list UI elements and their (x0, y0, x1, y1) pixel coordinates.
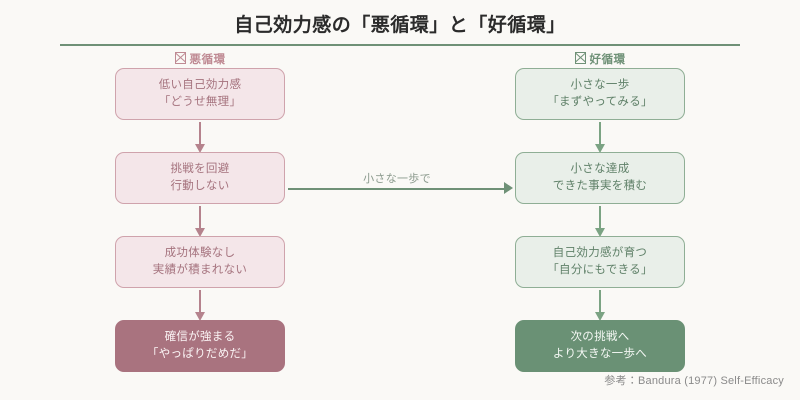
flow-node-good-3[interactable]: 自己効力感が育つ 「自分にもできる」 (515, 236, 685, 288)
arrow-shaft (599, 206, 601, 230)
flow-node-bad-4[interactable]: 確信が強まる 「やっぱりだめだ」 (115, 320, 285, 372)
flow-node-bad-1[interactable]: 低い自己効力感 「どうせ無理」 (115, 68, 285, 120)
column-header-bad-cycle-label: 悪循環 (189, 54, 226, 66)
flow-node-line-2: 「まずやってみる」 (547, 96, 653, 108)
flow-node-bad-2[interactable]: 挑戦を回避 行動しない (115, 152, 285, 204)
flow-node-line-1: 成功体験なし (164, 247, 236, 259)
flow-node-line-2: 実績が積まれない (152, 264, 248, 276)
arrow-head (595, 312, 605, 321)
cross-connector-label: 小さな一歩で (363, 173, 431, 185)
cross-cycle-connector: 小さな一歩で (288, 170, 516, 196)
flow-node-line-1: 次の挑戦へ (570, 331, 630, 343)
arrow-down-good-1 (594, 122, 606, 154)
arrow-down-bad-2 (194, 206, 206, 238)
column-bad-cycle: 悪循環 (85, 52, 315, 68)
flow-node-line-1: 低い自己効力感 (158, 79, 242, 91)
flow-node-good-1[interactable]: 小さな一歩 「まずやってみる」 (515, 68, 685, 120)
flow-node-line-2: 「自分にもできる」 (547, 264, 653, 276)
flow-node-line-2: 「やっぱりだめだ」 (146, 348, 254, 360)
page-title: 自己効力感の「悪循環」と「好循環」 (234, 15, 566, 36)
flow-node-line-1: 自己効力感が育つ (552, 247, 648, 259)
column-header-good-cycle-label: 好循環 (589, 54, 626, 66)
arrow-head (195, 144, 205, 153)
flow-node-good-2[interactable]: 小さな達成 できた事実を積む (515, 152, 685, 204)
arrow-shaft (599, 122, 601, 146)
arrow-head (595, 228, 605, 237)
flow-node-line-1: 小さな達成 (570, 163, 630, 175)
arrow-shaft (199, 122, 201, 146)
title-divider (60, 44, 740, 46)
flow-node-good-4[interactable]: 次の挑戦へ より大きな一歩へ (515, 320, 685, 372)
flow-node-line-1: 小さな一歩 (570, 79, 630, 91)
flow-node-line-1: 挑戦を回避 (170, 163, 230, 175)
column-good-cycle: 好循環 (485, 52, 715, 68)
flow-node-line-2: より大きな一歩へ (552, 348, 648, 360)
arrow-down-good-3 (594, 290, 606, 322)
arrow-down-bad-1 (194, 122, 206, 154)
arrow-shaft (288, 188, 506, 190)
arrow-head (195, 312, 205, 321)
missing-glyph-box-icon (574, 52, 586, 64)
arrow-down-bad-3 (194, 290, 206, 322)
missing-glyph-box-icon (174, 52, 186, 64)
arrow-shaft (199, 290, 201, 314)
flow-node-bad-3[interactable]: 成功体験なし 実績が積まれない (115, 236, 285, 288)
flow-node-line-2: 行動しない (170, 180, 230, 192)
footnote-citation: 参考：Bandura (1977) Self-Efficacy (604, 375, 784, 387)
arrow-shaft (199, 206, 201, 230)
arrow-head (195, 228, 205, 237)
arrow-head (595, 144, 605, 153)
arrow-shaft (599, 290, 601, 314)
flow-node-line-1: 確信が強まる (164, 331, 236, 343)
column-header-bad-cycle: 悪循環 (85, 52, 315, 68)
arrow-down-good-2 (594, 206, 606, 238)
column-header-good-cycle: 好循環 (485, 52, 715, 68)
flow-node-line-2: できた事実を積む (552, 180, 648, 192)
flow-node-line-2: 「どうせ無理」 (158, 96, 242, 108)
arrow-head-right-icon (504, 182, 513, 194)
